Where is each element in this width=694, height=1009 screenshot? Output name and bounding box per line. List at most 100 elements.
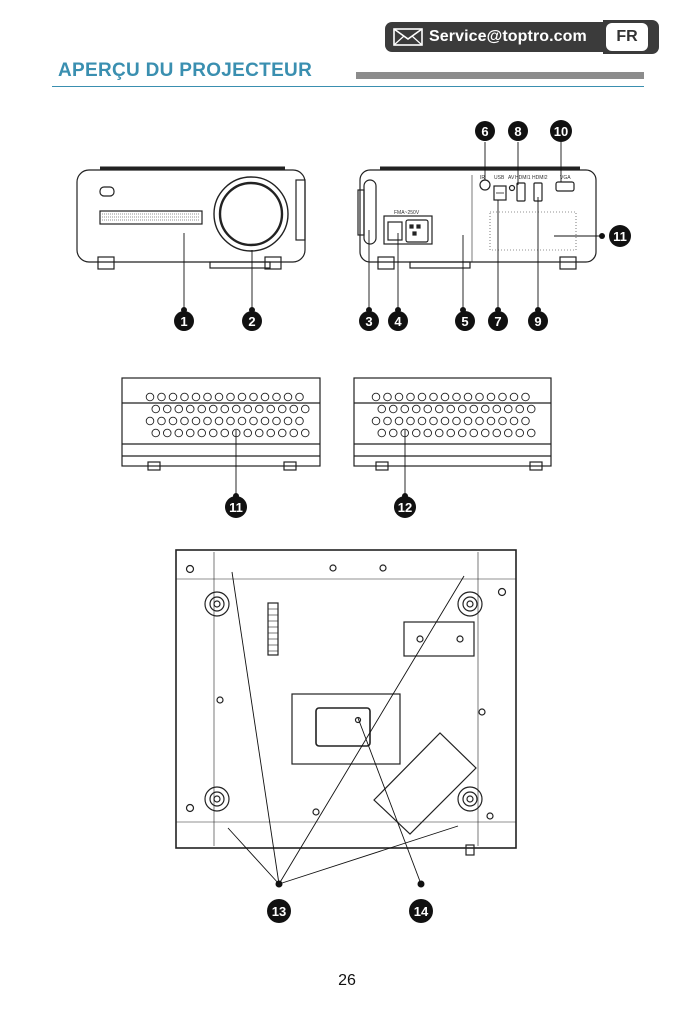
vent-hole <box>301 429 309 437</box>
focus-wheel <box>364 180 376 244</box>
vent-hole <box>290 429 298 437</box>
vent-hole <box>158 417 166 425</box>
svg-text:14: 14 <box>414 904 429 919</box>
vent-hole <box>504 429 512 437</box>
vent-hole <box>424 405 432 413</box>
av-port <box>510 186 515 191</box>
page-number: 26 <box>0 972 694 990</box>
callout-12: 12 <box>394 496 416 518</box>
vent-hole <box>296 417 304 425</box>
vent-hole <box>378 429 386 437</box>
svg-text:7: 7 <box>494 314 501 329</box>
left-side-view <box>122 378 320 470</box>
vent-hole <box>169 417 177 425</box>
vent-hole <box>267 405 275 413</box>
vent-hole <box>447 429 455 437</box>
power-socket <box>406 220 428 242</box>
vent-hole <box>516 405 524 413</box>
callout-4: 4 <box>388 311 408 331</box>
vent-hole <box>493 429 501 437</box>
vent-hole <box>418 393 426 401</box>
vent-hole <box>261 393 269 401</box>
vent-hole <box>522 393 530 401</box>
vent-hole <box>284 393 292 401</box>
left-vent-holes <box>146 393 309 437</box>
hdmi2-label: HDMI2 <box>532 175 548 181</box>
vent-hole <box>453 393 461 401</box>
vent-hole <box>296 393 304 401</box>
vent-hole <box>435 429 443 437</box>
vent-hole <box>516 429 524 437</box>
foot-bottom-left <box>205 787 229 811</box>
vent-hole <box>227 393 235 401</box>
callout-2: 2 <box>242 311 262 331</box>
bottom-view <box>176 550 516 855</box>
right-vent-holes <box>372 393 535 437</box>
vent-hole <box>250 393 258 401</box>
vent-hole <box>278 405 286 413</box>
vent-hole <box>175 429 183 437</box>
power-switch <box>388 222 402 240</box>
vent-hole <box>238 393 246 401</box>
vent-hole <box>192 417 200 425</box>
hdmi1-label: HDMI1 <box>515 175 531 181</box>
vent-hole <box>175 405 183 413</box>
svg-text:1: 1 <box>180 314 187 329</box>
vent-hole <box>458 429 466 437</box>
svg-text:5: 5 <box>461 314 468 329</box>
vent-hole <box>401 405 409 413</box>
callout-11-rear: 11 <box>609 225 631 247</box>
vent-hole <box>481 405 489 413</box>
vent-hole <box>163 429 171 437</box>
vent-hole <box>470 429 478 437</box>
vent-hole <box>395 417 403 425</box>
svg-text:3: 3 <box>365 314 372 329</box>
vent-hole <box>290 405 298 413</box>
vent-hole <box>255 429 263 437</box>
callout-6: 6 <box>475 121 495 141</box>
vent-hole <box>244 405 252 413</box>
power-label: FMA~250V <box>394 210 420 216</box>
callout-1: 1 <box>174 311 194 331</box>
ir-port <box>480 180 490 190</box>
vent-hole <box>209 429 217 437</box>
right-side-view <box>354 378 551 470</box>
vent-hole <box>372 393 380 401</box>
vent-hole <box>424 429 432 437</box>
foot-top-right <box>458 592 482 616</box>
lens-ring <box>214 177 288 251</box>
vent-hole <box>169 393 177 401</box>
label-strip <box>268 603 278 655</box>
vent-hole <box>221 405 229 413</box>
vent-hole <box>181 417 189 425</box>
vent-hole <box>384 393 392 401</box>
vent-hole <box>152 429 160 437</box>
vent-hole <box>278 429 286 437</box>
rear-vent <box>490 212 576 250</box>
vent-hole <box>499 417 507 425</box>
vent-hole <box>464 417 472 425</box>
vent-hole <box>227 417 235 425</box>
vent-hole <box>146 393 154 401</box>
vent-hole <box>476 417 484 425</box>
vent-hole <box>412 429 420 437</box>
callout-9: 9 <box>528 311 548 331</box>
vent-hole <box>487 393 495 401</box>
callout-5: 5 <box>455 311 475 331</box>
vent-hole <box>441 393 449 401</box>
vent-hole <box>221 429 229 437</box>
vent-hole <box>464 393 472 401</box>
svg-text:6: 6 <box>481 124 488 139</box>
vent-hole <box>158 393 166 401</box>
vent-hole <box>238 417 246 425</box>
vent-hole <box>198 405 206 413</box>
usb-label: USB <box>494 175 505 181</box>
svg-text:11: 11 <box>229 500 243 515</box>
vent-hole <box>255 405 263 413</box>
vent-hole <box>407 417 415 425</box>
rear-view <box>358 168 596 269</box>
vent-hole <box>493 405 501 413</box>
vent-hole <box>499 393 507 401</box>
